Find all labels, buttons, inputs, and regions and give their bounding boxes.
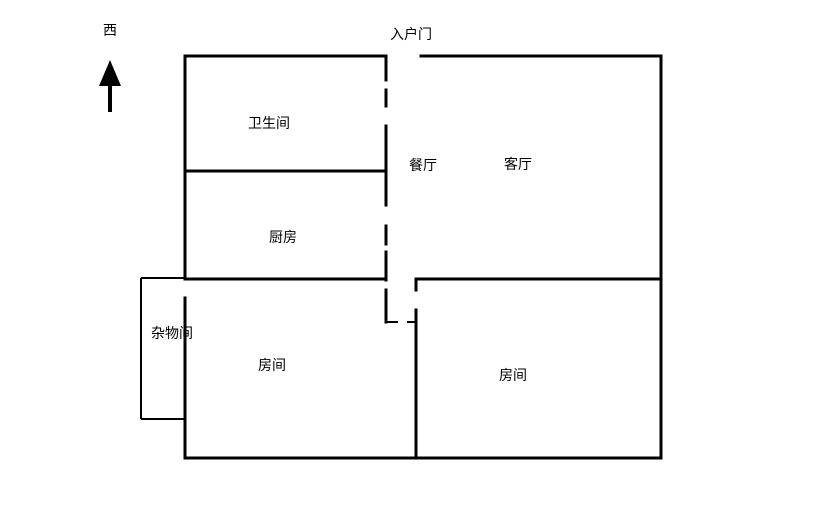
room-label-bedroom-right: 房间 [499,368,527,384]
interior-walls [183,54,663,460]
room-label-storage: 杂物间 [151,326,193,342]
compass-direction-label: 西 [103,23,117,39]
up-arrow-icon [99,60,121,112]
entrance-label: 入户门 [390,26,432,43]
room-label-bedroom-left: 房间 [258,358,286,374]
room-label-bathroom: 卫生间 [248,116,290,132]
room-label-kitchen: 厨房 [269,230,297,246]
outer-walls [183,54,663,460]
room-label-dining: 餐厅 [409,158,437,174]
room-label-living: 客厅 [504,156,532,173]
compass: 西 [99,23,121,112]
storage-walls [140,277,185,420]
